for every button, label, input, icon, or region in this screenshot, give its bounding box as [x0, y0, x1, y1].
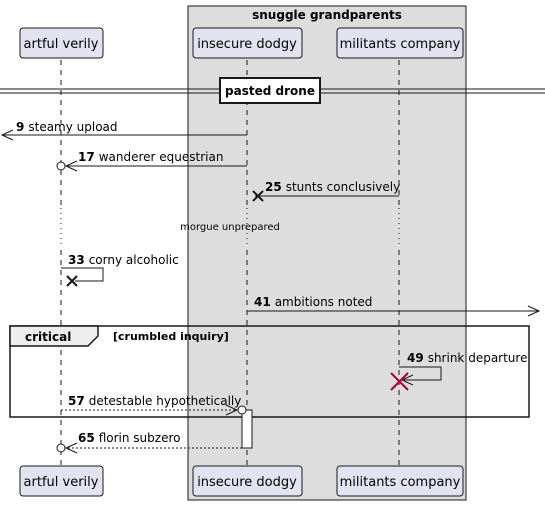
- participant-artful-verily-bottom: artful verily: [19, 465, 104, 497]
- message-number: 33: [68, 253, 85, 267]
- message-49: 49 shrink departure: [390, 351, 527, 391]
- participant-label: artful verily: [24, 475, 99, 490]
- participant-label: insecure dodgy: [197, 475, 297, 490]
- participant-artful-verily-top: artful verily: [19, 27, 104, 59]
- message-65: 65 florin subzero: [56, 431, 242, 454]
- message-text: shrink departure: [428, 351, 528, 365]
- message-number: 65: [78, 431, 95, 445]
- message-9: 9 steamy upload: [0, 120, 247, 141]
- participant-militants-company-top: militants company: [336, 27, 464, 59]
- message-text: corny alcoholic: [89, 253, 179, 267]
- message-33: 33 corny alcoholic: [61, 253, 179, 287]
- message-57: 57 detestable hypothetically: [61, 394, 247, 416]
- participant-label: militants company: [340, 37, 461, 52]
- group-box-title: snuggle grandparents: [252, 8, 402, 22]
- message-text: stunts conclusively: [286, 180, 401, 194]
- message-text: steamy upload: [28, 120, 117, 134]
- message-number: 25: [265, 180, 282, 194]
- participant-insecure-dodgy-top: insecure dodgy: [192, 27, 303, 59]
- message-25: 25 stunts conclusively: [252, 180, 400, 202]
- message-number: 49: [407, 351, 424, 365]
- fragment-guard: [crumbled inquiry]: [113, 330, 229, 343]
- message-text: ambitions noted: [275, 295, 373, 309]
- message-text: florin subzero: [99, 431, 181, 445]
- divider: pasted drone: [0, 77, 545, 104]
- message-number: 17: [78, 150, 95, 164]
- critical-fragment: critical [crumbled inquiry]: [9, 325, 530, 418]
- participant-label: militants company: [340, 475, 461, 490]
- divider-label: pasted drone: [225, 84, 315, 98]
- message-text: wanderer equestrian: [99, 150, 224, 164]
- participant-insecure-dodgy-bottom: insecure dodgy: [192, 465, 303, 497]
- message-41: 41 ambitions noted: [247, 295, 541, 317]
- message-number: 41: [254, 295, 271, 309]
- activation-bar: [241, 409, 253, 449]
- participant-label: insecure dodgy: [197, 37, 297, 52]
- participant-label: artful verily: [24, 37, 99, 52]
- message-number: 57: [68, 394, 85, 408]
- participant-militants-company-bottom: militants company: [336, 465, 464, 497]
- fragment-keyword: critical: [25, 330, 71, 344]
- message-text: detestable hypothetically: [89, 394, 242, 408]
- message-17: 17 wanderer equestrian: [56, 150, 247, 172]
- message-number: 9: [16, 120, 24, 134]
- delay-label: morgue unprepared: [180, 222, 280, 233]
